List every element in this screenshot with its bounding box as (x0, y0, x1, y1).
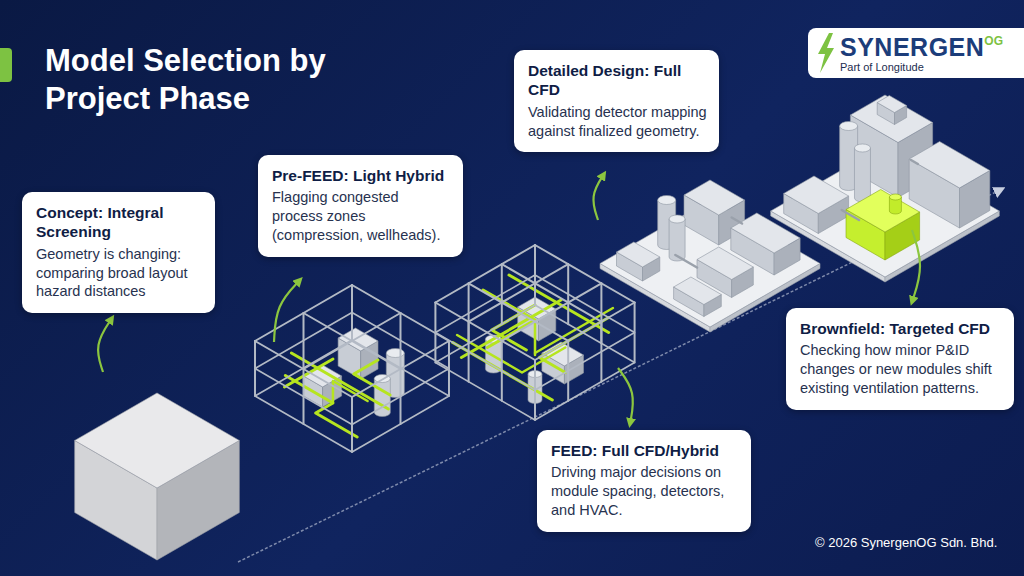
logo-bolt (818, 33, 834, 73)
pipe (492, 305, 535, 350)
vessel-top (658, 196, 676, 205)
vessel-top (840, 122, 858, 131)
pipe (842, 210, 859, 220)
phase-heading: Concept: Integral Screening (36, 203, 205, 242)
slide-title: Model Selection by Project Phase (45, 42, 365, 118)
phase-callout: Concept: Integral ScreeningGeometry is c… (22, 192, 215, 313)
phase-description: Checking how minor P&ID changes or new m… (800, 341, 1004, 398)
frame-beam (304, 313, 401, 369)
pipe (911, 160, 918, 164)
vessel (854, 148, 870, 202)
phase-callout: FEED: Full CFD/HybridDriving major decis… (537, 430, 751, 532)
vessel-top (386, 349, 404, 358)
phase-heading: FEED: Full CFD/Hybrid (551, 441, 741, 460)
concept-block (75, 393, 240, 560)
phase-heading: Pre-FEED: Light Hybrid (272, 166, 453, 185)
leader-arrow (618, 368, 633, 424)
equipment (697, 247, 753, 280)
logo-badge: SYNERGENOG Part of Longitude (808, 28, 1024, 78)
frame-beam (535, 303, 635, 361)
highlighted-module (846, 190, 920, 233)
wireframe-module (255, 285, 449, 452)
leader-arrow (98, 318, 112, 372)
copyright-note: © 2026 SynergenOG Sdn. Bhd. (815, 535, 997, 550)
logo-text: OG (984, 34, 1003, 48)
block-face (75, 393, 240, 488)
equipment (674, 277, 722, 305)
pipe (732, 218, 742, 224)
frame-beam (435, 303, 535, 361)
vessel-top (669, 215, 685, 223)
equipment (617, 242, 660, 267)
vessel-top (889, 194, 901, 200)
frame-beam (255, 341, 352, 397)
frame-beam (435, 275, 634, 390)
pipe (291, 353, 388, 409)
vessel-top (854, 144, 870, 152)
building (850, 95, 932, 143)
pipe (534, 320, 537, 355)
phase-heading: Detailed Design: Full CFD (528, 61, 709, 100)
phase-callout: Brownfield: Targeted CFD Checking how min… (786, 308, 1014, 410)
leader-arrow (912, 230, 920, 302)
plant-model (771, 95, 1000, 282)
building (684, 180, 745, 215)
equipment (338, 328, 378, 351)
phase-description: Driving major decisions on module spacin… (551, 463, 741, 520)
frame-beam (255, 313, 449, 425)
phase-heading: Brownfield: Targeted CFD (800, 319, 1004, 338)
frame-beam (304, 313, 401, 369)
phase-callout: Pre-FEED: Light HybridFlagging congested… (258, 155, 463, 257)
phase-description: Flagging congested process zones (compre… (272, 188, 453, 245)
pipe (509, 275, 609, 333)
roof-unit (877, 96, 906, 113)
logo-text: Part of Longitude (840, 61, 1024, 74)
phase-description: Geometry is changing: comparing broad la… (36, 245, 205, 302)
leader-arrow (274, 280, 300, 342)
frame-beam (255, 340, 449, 452)
accent-bar (0, 48, 12, 82)
equipment (784, 176, 849, 214)
logo-text: SYNERGEN (840, 34, 984, 60)
phase-callout: Detailed Design: Full CFDValidating dete… (514, 50, 719, 152)
phase-description: Validating detector mapping against fina… (528, 103, 709, 141)
building (909, 142, 990, 189)
pipe (675, 255, 697, 268)
frame-beam (469, 283, 569, 341)
leader-arrow (593, 174, 604, 220)
logo-bolt (814, 33, 838, 73)
plant-model (600, 180, 820, 332)
